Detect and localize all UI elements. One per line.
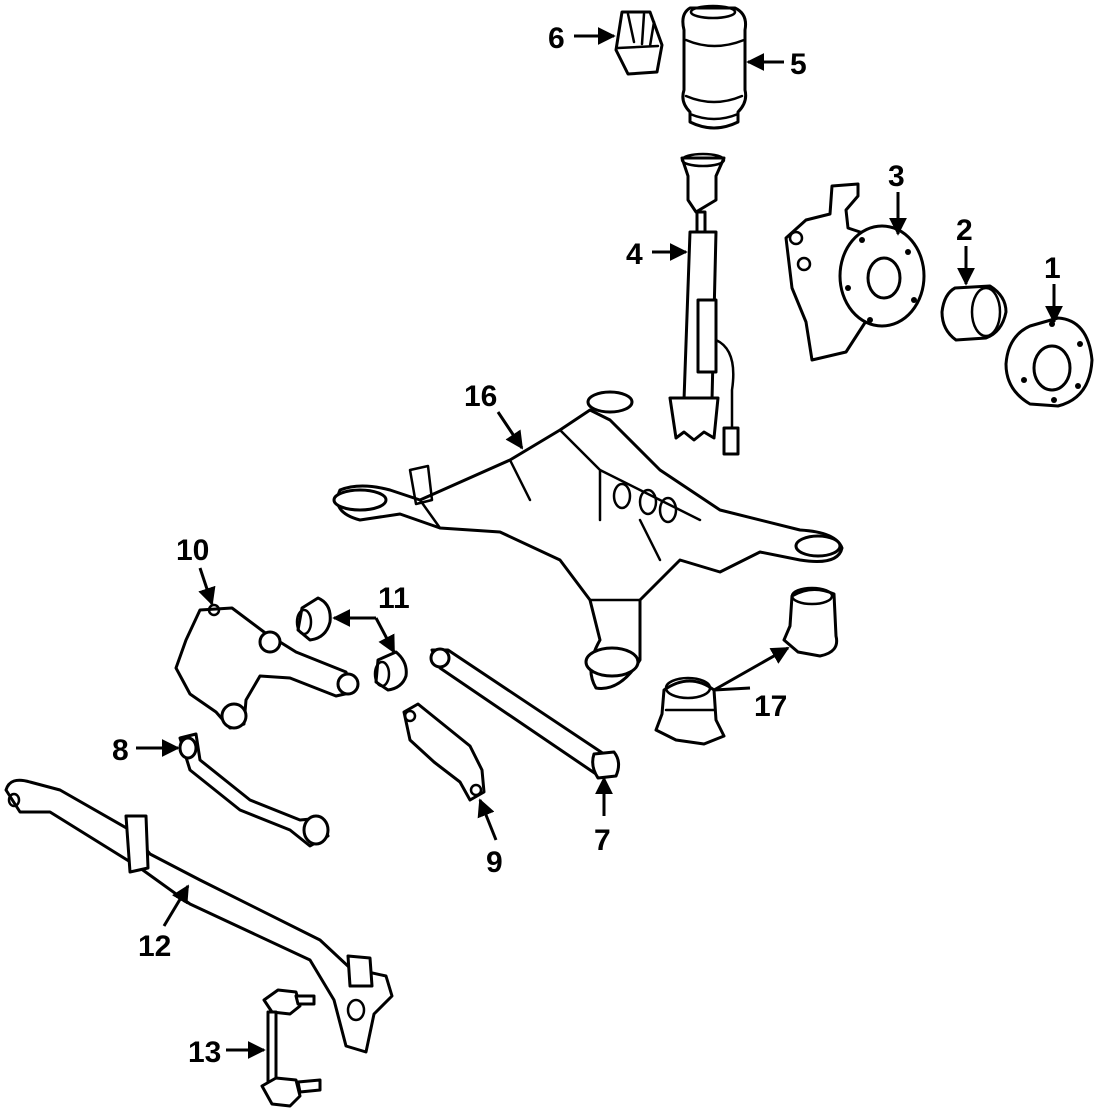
wheel-bearing-part — [940, 284, 1008, 342]
leader-lines — [136, 27, 1063, 1059]
callout-8: 8 — [112, 734, 129, 767]
callout-4: 4 — [626, 238, 643, 271]
callout-13: 13 — [188, 1036, 221, 1069]
leader-11b — [374, 617, 396, 654]
callout-16: 16 — [464, 380, 497, 413]
bump-stop-part — [614, 10, 664, 76]
leader-10 — [198, 567, 216, 606]
callout-3: 3 — [888, 160, 905, 193]
callout-7: 7 — [594, 824, 611, 857]
crossmember-part — [332, 390, 844, 690]
callout-11: 11 — [378, 582, 410, 615]
leader-9 — [477, 798, 498, 841]
control-arm-bushing-part — [295, 596, 408, 692]
callout-10: 10 — [176, 534, 209, 567]
air-spring-part — [681, 4, 748, 130]
knuckle-part — [784, 182, 926, 362]
callout-2: 2 — [956, 214, 973, 247]
stabilizer-bar-part — [4, 778, 394, 1054]
lower-control-arm-part — [174, 603, 360, 730]
shock-absorber-part — [668, 152, 740, 456]
leader-17a — [713, 646, 790, 692]
leader-17-stem — [713, 686, 751, 692]
callout-12: 12 — [138, 930, 171, 963]
callout-9: 9 — [486, 846, 503, 879]
lateral-link-part — [429, 647, 621, 780]
leader-12 — [162, 884, 190, 927]
crossmember-mount-part — [654, 586, 839, 746]
camber-link-part — [402, 702, 486, 802]
trailing-arm-part — [178, 732, 330, 848]
callout-labels: 6 5 4 3 2 1 16 10 11 8 9 7 17 12 13 — [112, 22, 1061, 1069]
callout-6: 6 — [548, 22, 565, 55]
callout-17: 17 — [754, 690, 787, 723]
leader-16 — [496, 411, 524, 450]
stabilizer-link-part — [260, 988, 322, 1108]
callout-1: 1 — [1044, 252, 1061, 285]
hub-part — [1004, 316, 1094, 408]
callout-5: 5 — [790, 48, 807, 81]
